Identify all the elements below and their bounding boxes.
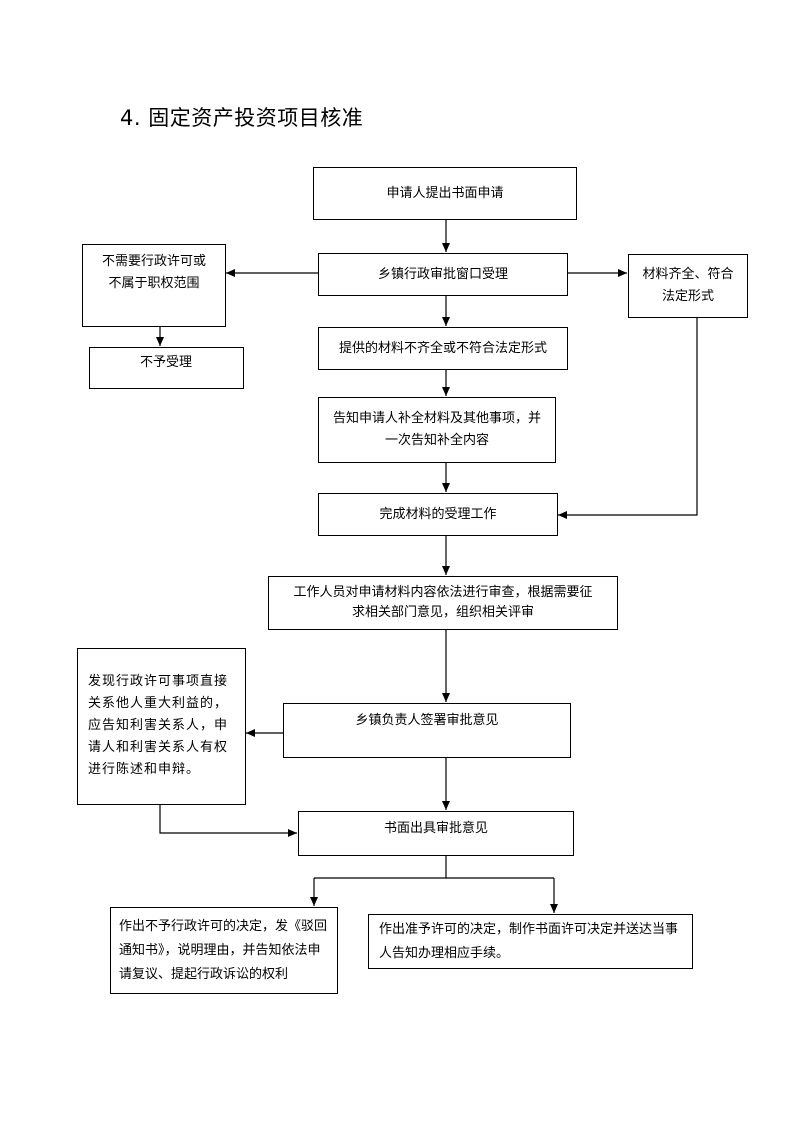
node-staff-review: 工作人员对申请材料内容依法进行审查，根据需要征 求相关部门意见，组织相关评审 [268, 576, 618, 630]
page-title: 4. 固定资产投资项目核准 [120, 106, 364, 130]
node-complete-acceptance: 完成材料的受理工作 [318, 493, 558, 536]
node-materials-incomplete: 提供的材料不齐全或不符合法定形式 [318, 327, 568, 370]
node-deny-decision: 作出不予行政许可的决定，发《驳回通知书》，说明理由，并告知依法申请复议、提起行政… [110, 907, 338, 994]
node-notify-supplement: 告知申请人补全材料及其他事项，并 一次告知补全内容 [318, 397, 556, 463]
node-apply: 申请人提出书面申请 [313, 167, 577, 220]
node-major-interest: 发现行政许可事项直接关系他人重大利益的，应告知利害关系人，申请人和利害关系人有权… [77, 648, 246, 805]
arrow-complete-to-acceptance [558, 318, 698, 519]
arrow-opinion-split [314, 856, 447, 879]
node-materials-complete: 材料齐全、符合 法定形式 [628, 254, 748, 318]
node-written-opinion: 书面出具审批意见 [298, 811, 574, 856]
node-not-accepted: 不予受理 [89, 347, 244, 389]
node-approve-decision: 作出准予许可的决定，制作书面许可决定并送达当事人告知办理相应手续。 [368, 914, 693, 969]
node-window-accept: 乡镇行政审批窗口受理 [318, 253, 568, 296]
node-leader-sign: 乡镇负责人签署审批意见 [283, 703, 571, 758]
arrow-interest-to-opinion [159, 805, 297, 837]
node-no-license-needed: 不需要行政许可或 不属于职权范围 [82, 244, 226, 327]
